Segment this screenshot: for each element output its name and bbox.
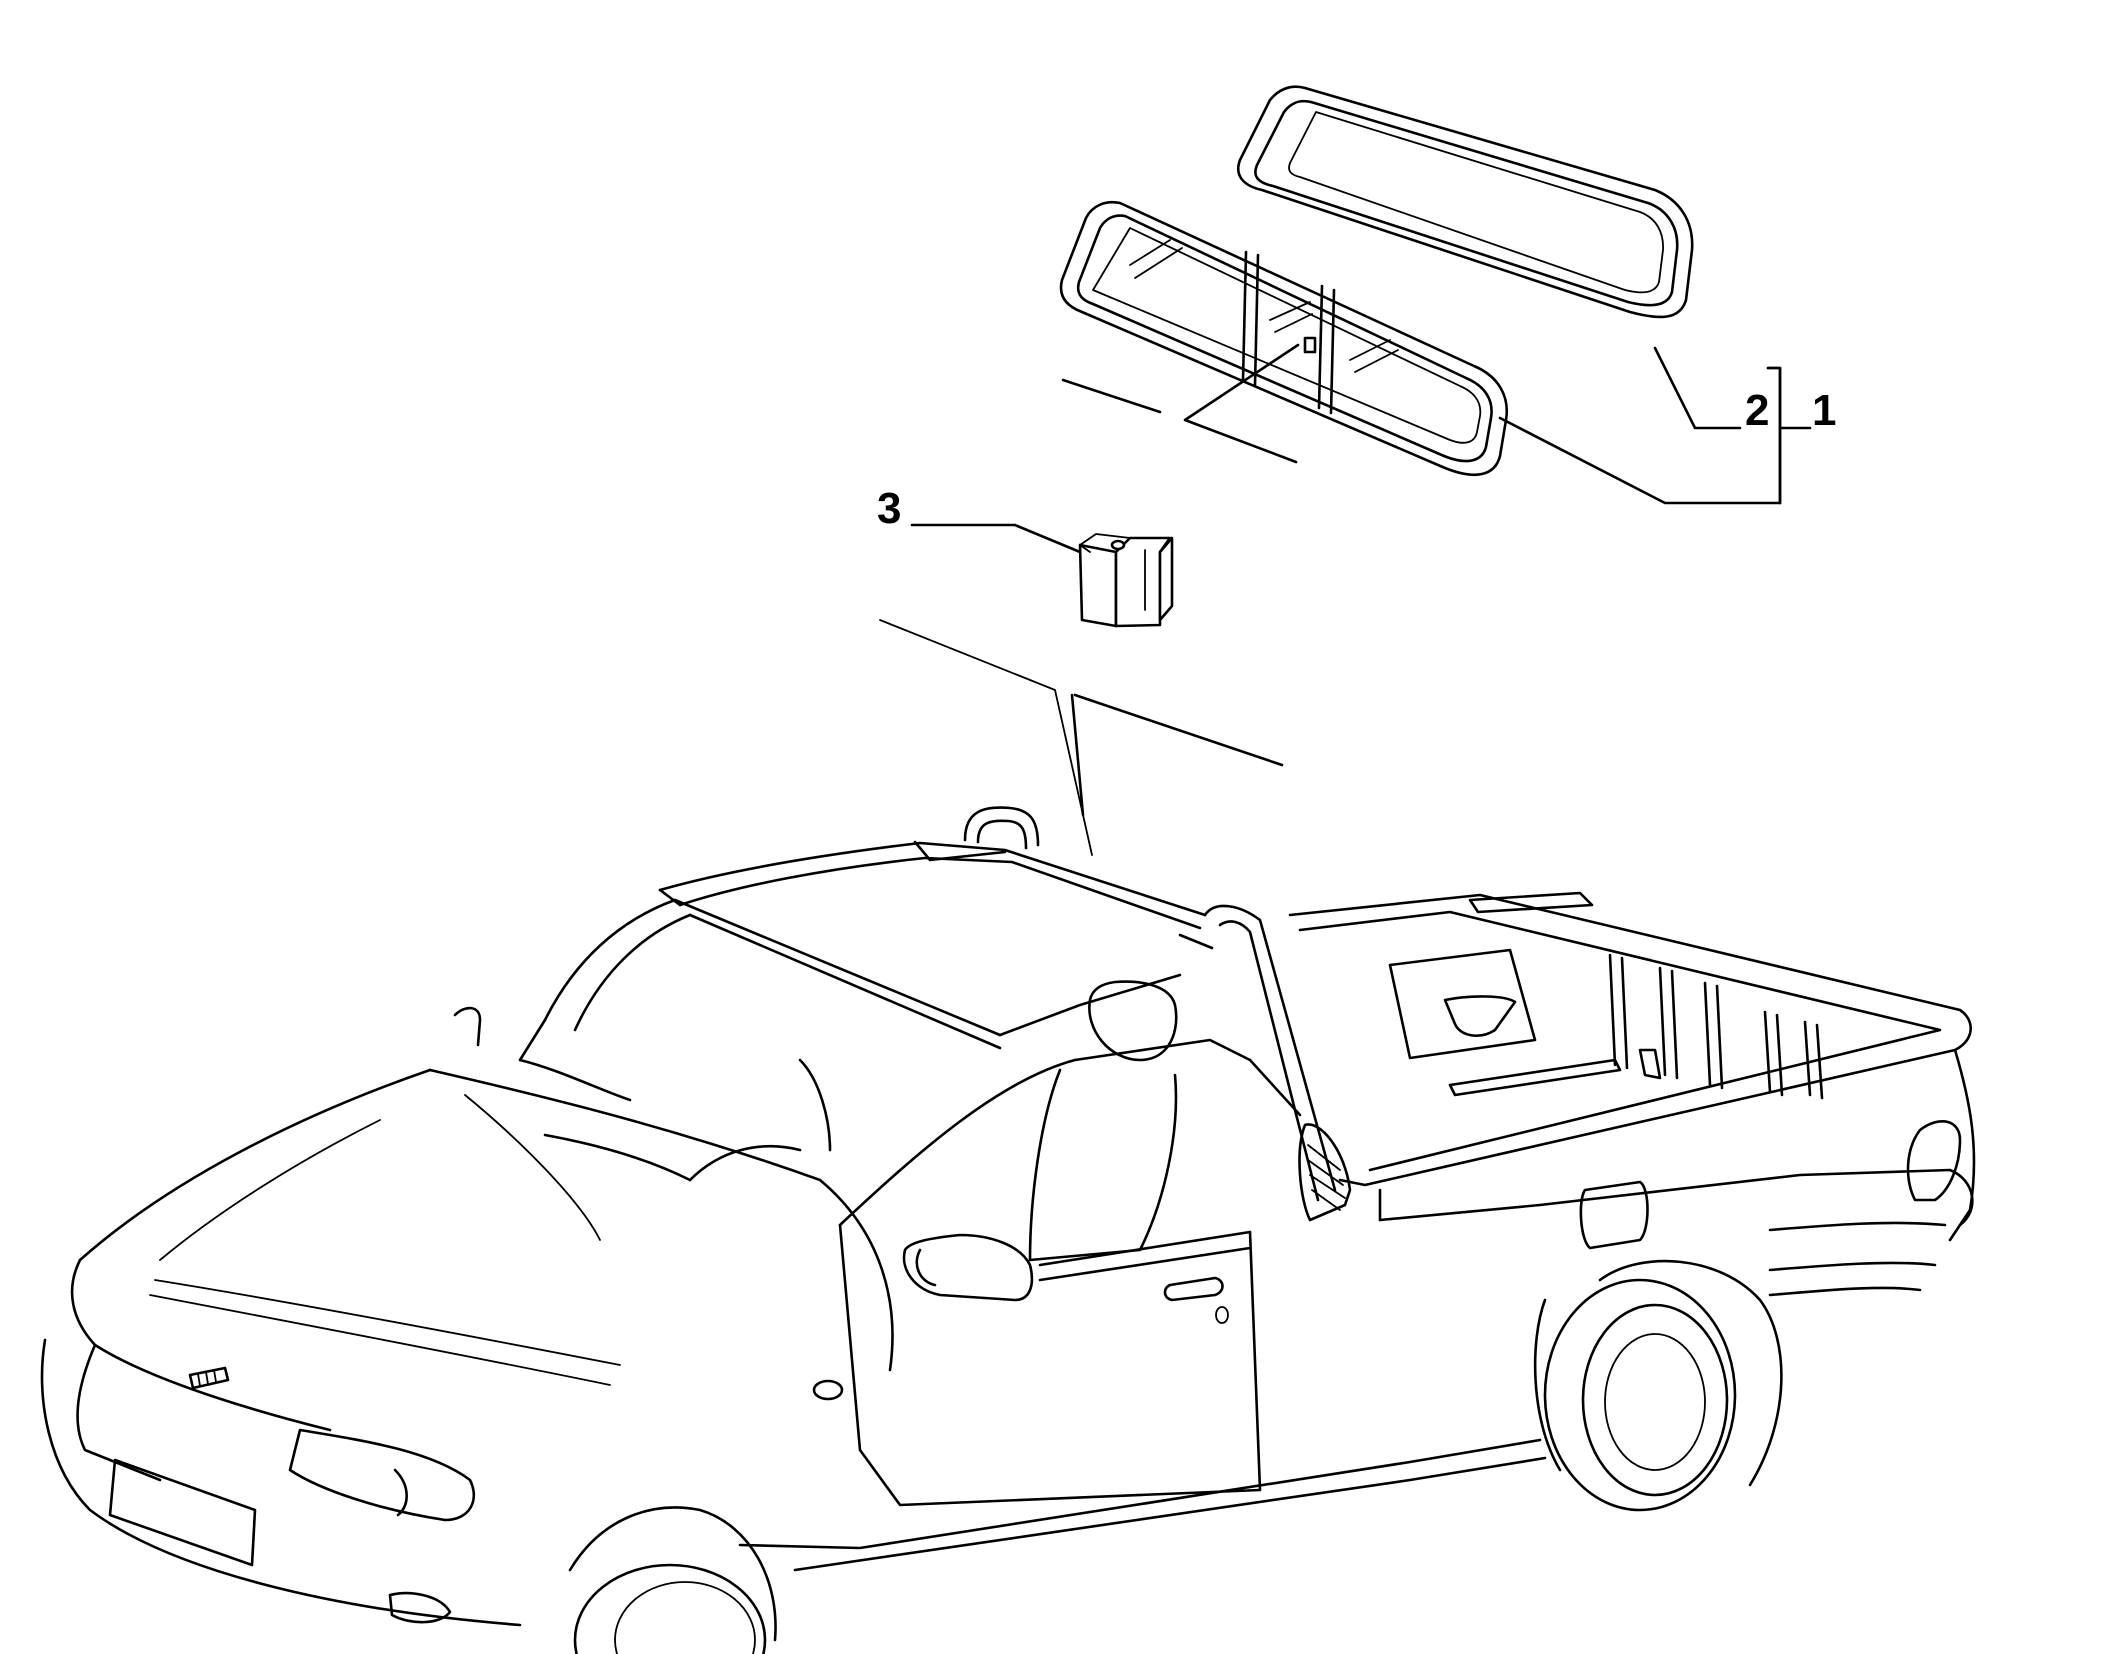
leader-clip-to-bar <box>879 619 1093 856</box>
clip-part-3[interactable] <box>1078 533 1174 628</box>
leader-callout-3 <box>910 523 1082 554</box>
callout-leaders-1-2 <box>1498 346 1812 505</box>
rear-window-part-1[interactable] <box>1059 200 1509 476</box>
leader-clip-pointer-a <box>1070 693 1085 817</box>
callout-2-label: 2 <box>1745 386 1769 435</box>
callout-3-label: 3 <box>877 484 901 533</box>
callout-1-label: 1 <box>1812 386 1836 435</box>
window-seal-part-2[interactable] <box>1237 85 1694 319</box>
leader-window-to-cab <box>1183 343 1300 464</box>
pickup-vehicle <box>40 806 1976 1654</box>
leader-clip-pointer-b <box>1073 693 1284 767</box>
